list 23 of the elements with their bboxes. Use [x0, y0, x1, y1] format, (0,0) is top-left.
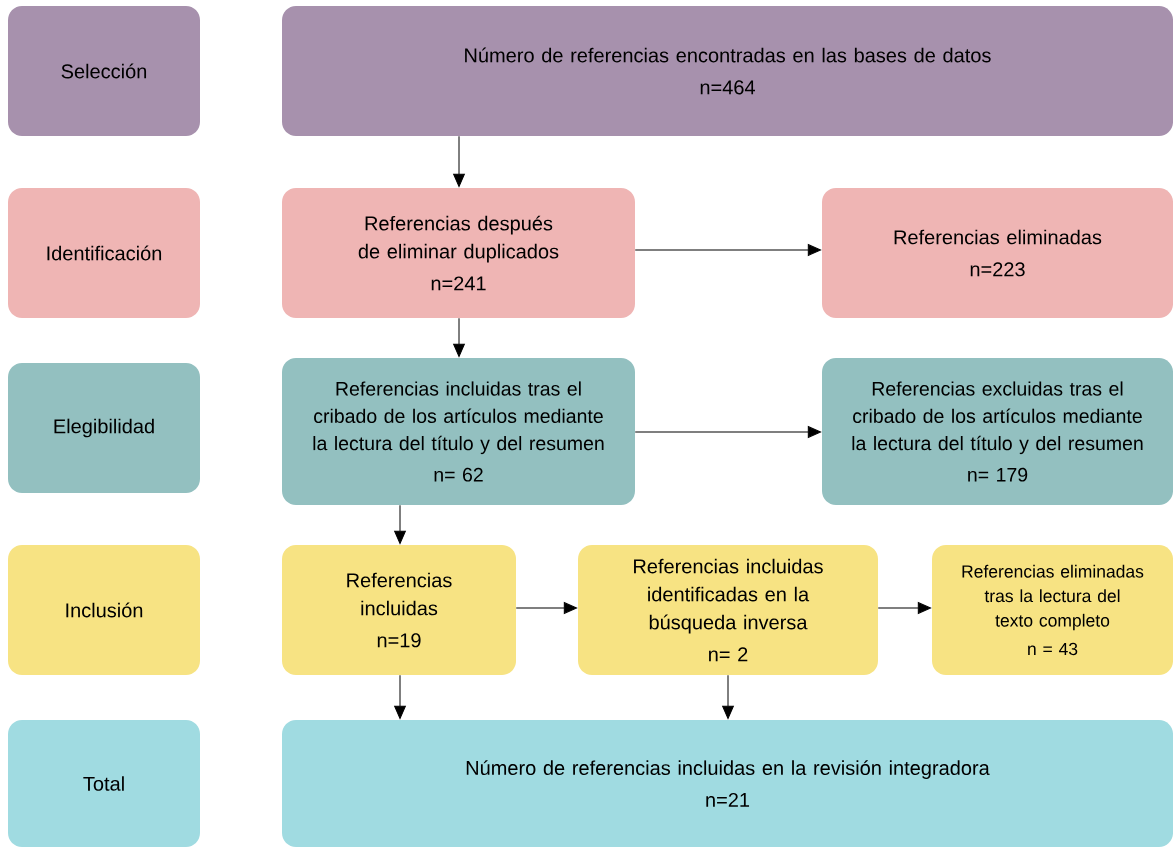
arrow: [634, 426, 822, 438]
arrow: [394, 504, 406, 545]
process-box: Referencias eliminadas n=223: [822, 188, 1173, 318]
process-box: Referencias eliminadas tras la lectura del texto completo n = 43: [932, 545, 1173, 675]
arrow: [453, 317, 465, 358]
process-box: Número de referencias encontradas en las bases de datos n=464: [282, 6, 1173, 136]
process-box: Referencias después de eliminar duplicados n=241: [282, 188, 635, 318]
stage-box: Identificación: [8, 188, 200, 318]
stage-box: Selección: [8, 6, 200, 136]
stage-box: Total: [8, 720, 200, 847]
arrow: [722, 674, 734, 720]
process-box: Referencias incluidas n=19: [282, 545, 516, 675]
process-box: Número de referencias incluidas en la revisión integradora n=21: [282, 720, 1173, 847]
arrow: [394, 674, 406, 720]
arrow: [877, 602, 932, 614]
arrow: [515, 602, 578, 614]
stage-box: Elegibilidad: [8, 363, 200, 493]
stage-box: Inclusión: [8, 545, 200, 675]
process-box: Referencias incluidas identificadas en la búsqueda inversa n= 2: [578, 545, 878, 675]
arrow: [453, 135, 465, 187]
arrow: [634, 244, 822, 256]
process-box: Referencias incluidas tras el cribado de los artículos mediante la lectura del título y del resumen n= 62: [282, 358, 635, 505]
process-box: Referencias excluidas tras el cribado de los artículos mediante la lectura del título y del resumen n= 179: [822, 358, 1173, 505]
